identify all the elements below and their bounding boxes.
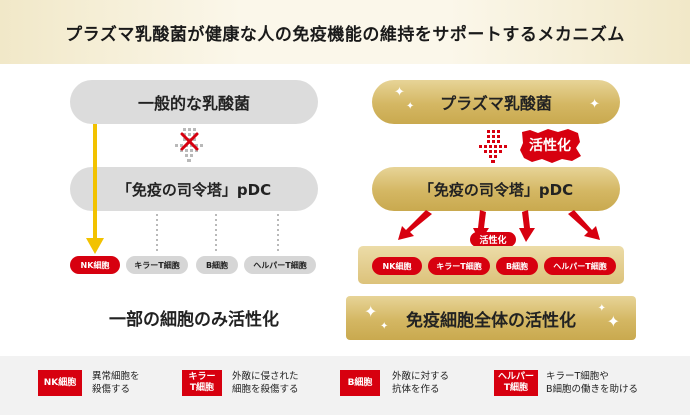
legend-bar: NK細胞 異常細胞を 殺傷する キラー T細胞 外敵に侵された 細胞を殺傷する … [0,356,690,415]
left-cell-nk: NK細胞 [70,256,120,274]
legend-tag-nk: NK細胞 [38,370,82,396]
right-cell-nk: NK細胞 [372,257,422,275]
left-blocked-arrow [175,128,203,162]
activation-burst-badge [520,129,581,163]
right-cell-b: B細胞 [496,257,538,275]
left-dotted-connectors [156,214,279,252]
legend-tag-helper-t: ヘルパー T細胞 [494,370,538,396]
left-top-label: 一般的な乳酸菌 [137,94,250,113]
sparkle-icon: ✦ [597,303,606,314]
right-caption-banner: ✦ ✦ 免疫細胞全体の活性化 ✦ ✦ [346,296,636,340]
right-caption: 免疫細胞全体の活性化 [406,310,576,331]
page-title: プラズマ乳酸菌が健康な人の免疫機能の維持をサポートするメカニズム [65,24,625,45]
left-pdc-label: 「免疫の司令塔」pDC [116,180,272,199]
right-cell-nk-label: NK細胞 [382,261,412,271]
yellow-arrow [86,124,104,254]
left-cell-b: B細胞 [196,256,238,274]
left-cell-b-label: B細胞 [205,260,229,270]
right-pdc-pill: 「免疫の司令塔」pDC [372,167,620,211]
legend-desc-helper-t: キラーT細胞や B細胞の働きを助ける [546,371,639,395]
left-cell-killer-t: キラーT細胞 [126,256,188,274]
right-dotted-arrow [479,130,507,163]
sparkle-icon: ✦ [406,101,415,112]
x-mark-icon [180,132,199,151]
right-cell-killer-t-label: キラーT細胞 [436,261,482,271]
header-banner: プラズマ乳酸菌が健康な人の免疫機能の維持をサポートするメカニズム [0,0,690,64]
left-pdc-pill: 「免疫の司令塔」pDC [70,167,318,211]
left-cell-killer-t-label: キラーT細胞 [134,260,180,270]
right-pdc-label: 「免疫の司令塔」pDC [418,180,574,199]
activation-burst-label: 活性化 [529,138,571,154]
right-top-label: プラズマ乳酸菌 [440,94,552,113]
legend-desc-b: 外敵に対する 抗体を作る [392,371,450,395]
right-cell-helper-t: ヘルパーT細胞 [544,257,616,275]
left-cell-helper-t: ヘルパーT細胞 [244,256,316,274]
right-cell-b-label: B細胞 [505,261,529,271]
legend-tag-killer-t: キラー T細胞 [182,370,222,396]
left-caption: 一部の細胞のみ活性化 [109,310,279,330]
sparkle-icon: ✦ [380,321,389,332]
small-activation-badge: 活性化 [470,232,516,247]
left-cell-nk-label: NK細胞 [80,260,110,270]
left-top-pill: 一般的な乳酸菌 [70,80,318,124]
legend-desc-killer-t: 外敵に侵された 細胞を殺傷する [232,371,299,395]
left-cell-helper-t-label: ヘルパーT細胞 [253,260,307,270]
sparkle-icon: ✦ [364,302,378,321]
small-activation-label: 活性化 [479,236,507,246]
right-cell-helper-t-label: ヘルパーT細胞 [553,261,607,271]
sparkle-icon: ✦ [589,97,600,112]
sparkle-icon: ✦ [394,85,405,100]
sparkle-icon: ✦ [606,312,620,331]
legend-desc-nk: 異常細胞を 殺傷する [92,371,140,395]
right-top-pill: ✦ ✦ プラズマ乳酸菌 ✦ [372,80,620,124]
right-cell-killer-t: キラーT細胞 [428,257,490,275]
legend-tag-b: B細胞 [340,370,380,396]
